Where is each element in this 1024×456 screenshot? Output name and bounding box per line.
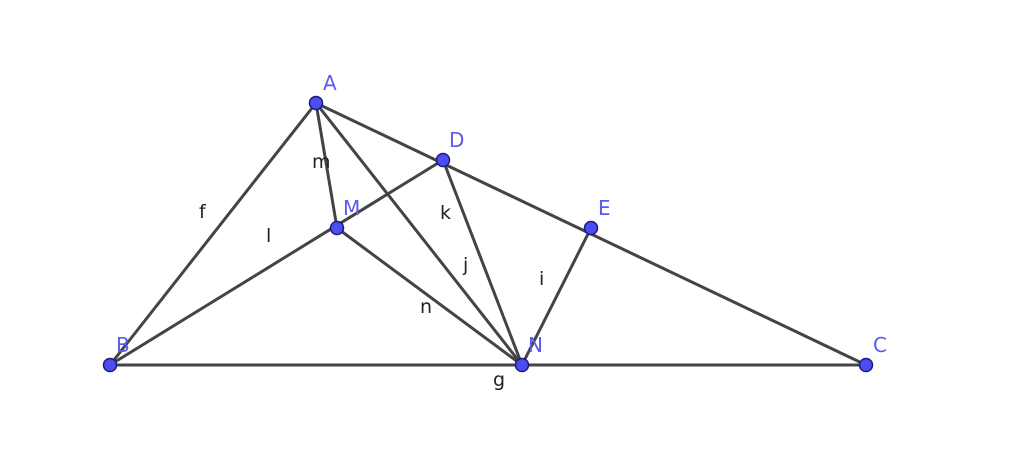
point-D bbox=[435, 152, 451, 168]
segment-MN bbox=[335, 226, 524, 367]
segment-DN bbox=[441, 158, 524, 367]
segment-AM bbox=[314, 101, 339, 230]
segment-label-i: i bbox=[539, 268, 544, 290]
point-N bbox=[514, 357, 530, 373]
point-label-A: A bbox=[323, 71, 337, 95]
point-label-D: D bbox=[449, 128, 464, 152]
segments-layer bbox=[108, 101, 868, 367]
segment-label-m: m bbox=[312, 151, 331, 173]
segment-AB bbox=[108, 101, 318, 367]
segment-BD bbox=[108, 158, 445, 367]
point-label-M: M bbox=[343, 196, 360, 220]
point-M bbox=[329, 220, 345, 236]
point-label-N: N bbox=[528, 333, 543, 357]
point-label-C: C bbox=[873, 333, 887, 357]
segment-label-j: j bbox=[462, 254, 468, 276]
point-label-E: E bbox=[598, 196, 611, 220]
point-label-B: B bbox=[116, 333, 130, 357]
point-B bbox=[102, 357, 118, 373]
segment-label-k: k bbox=[440, 202, 451, 224]
segment-label-l: l bbox=[266, 225, 271, 247]
segment-EN bbox=[520, 226, 593, 367]
points-layer bbox=[102, 95, 874, 373]
labels-layer: f g m j l n k i A B C D E M N bbox=[116, 71, 887, 391]
segment-label-n: n bbox=[420, 296, 432, 318]
point-E bbox=[583, 220, 599, 236]
point-C bbox=[858, 357, 874, 373]
segment-AN bbox=[314, 101, 524, 367]
segment-label-f: f bbox=[199, 201, 207, 223]
point-A bbox=[308, 95, 324, 111]
segment-label-g: g bbox=[493, 369, 505, 391]
